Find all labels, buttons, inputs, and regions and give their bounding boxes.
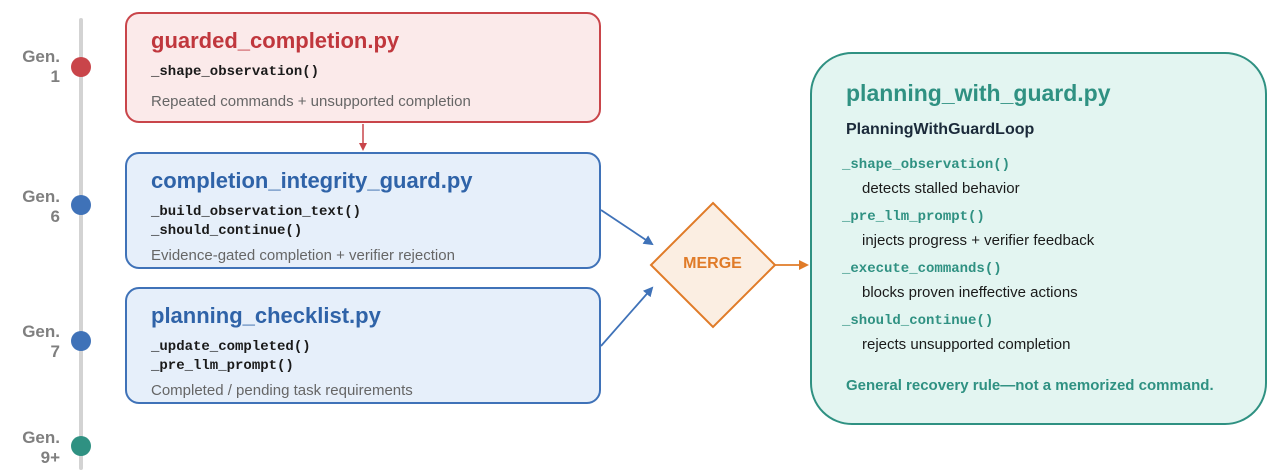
module-description: Evidence-gated completion + verifier rej… (151, 247, 455, 264)
method-name: _execute_commands() (842, 261, 1002, 277)
method-description: detects stalled behavior (862, 180, 1020, 197)
gen-label-7: Gen. 7 (22, 322, 60, 361)
module-title: completion_integrity_guard.py (151, 168, 473, 193)
function-name: _pre_llm_prompt() (151, 358, 294, 374)
gen-dot-9-plus (71, 436, 91, 456)
module-box-guarded-completion: guarded_completion.py _shape_observation… (125, 12, 601, 123)
module-description: Completed / pending task requirements (151, 382, 413, 399)
merge-label: MERGE (683, 255, 742, 272)
merge-diamond (649, 201, 777, 329)
module-box-completion-integrity-guard: completion_integrity_guard.py _build_obs… (125, 152, 601, 269)
timeline-line (79, 18, 83, 470)
result-method: _shape_observation() detects stalled beh… (812, 156, 1252, 198)
arrow-gen6-to-merge (600, 209, 654, 246)
result-method: _execute_commands() blocks proven ineffe… (812, 260, 1252, 302)
function-name: _update_completed() (151, 339, 311, 355)
method-name: _shape_observation() (842, 157, 1011, 173)
result-box-planning-with-guard: planning_with_guard.py PlanningWithGuard… (810, 52, 1267, 425)
gen-label-9-plus: Gen. 9+ (22, 428, 60, 467)
result-footer: General recovery rule—not a memorized co… (846, 377, 1214, 394)
gen-dot-1 (71, 57, 91, 77)
arrow-gen7-to-merge (600, 286, 654, 347)
method-description: injects progress + verifier feedback (862, 232, 1095, 249)
result-class-name: PlanningWithGuardLoop (846, 121, 1035, 138)
function-name: _shape_observation() (151, 64, 320, 80)
gen-dot-6 (71, 195, 91, 215)
method-name: _should_continue() (842, 313, 994, 329)
result-title: planning_with_guard.py (846, 80, 1111, 106)
function-name: _build_observation_text() (151, 204, 362, 220)
method-name: _pre_llm_prompt() (842, 209, 985, 225)
module-description: Repeated commands + unsupported completi… (151, 93, 471, 110)
function-name: _should_continue() (151, 223, 303, 239)
module-box-planning-checklist: planning_checklist.py _update_completed(… (125, 287, 601, 404)
gen-dot-7 (71, 331, 91, 351)
result-method: _should_continue() rejects unsupported c… (812, 312, 1252, 354)
result-method: _pre_llm_prompt() injects progress + ver… (812, 208, 1252, 250)
gen-label-6: Gen. 6 (22, 187, 60, 226)
gen-label-1: Gen. 1 (22, 47, 60, 86)
module-title: planning_checklist.py (151, 303, 381, 328)
method-description: rejects unsupported completion (862, 336, 1071, 353)
module-title: guarded_completion.py (151, 28, 400, 53)
method-description: blocks proven ineffective actions (862, 284, 1078, 301)
